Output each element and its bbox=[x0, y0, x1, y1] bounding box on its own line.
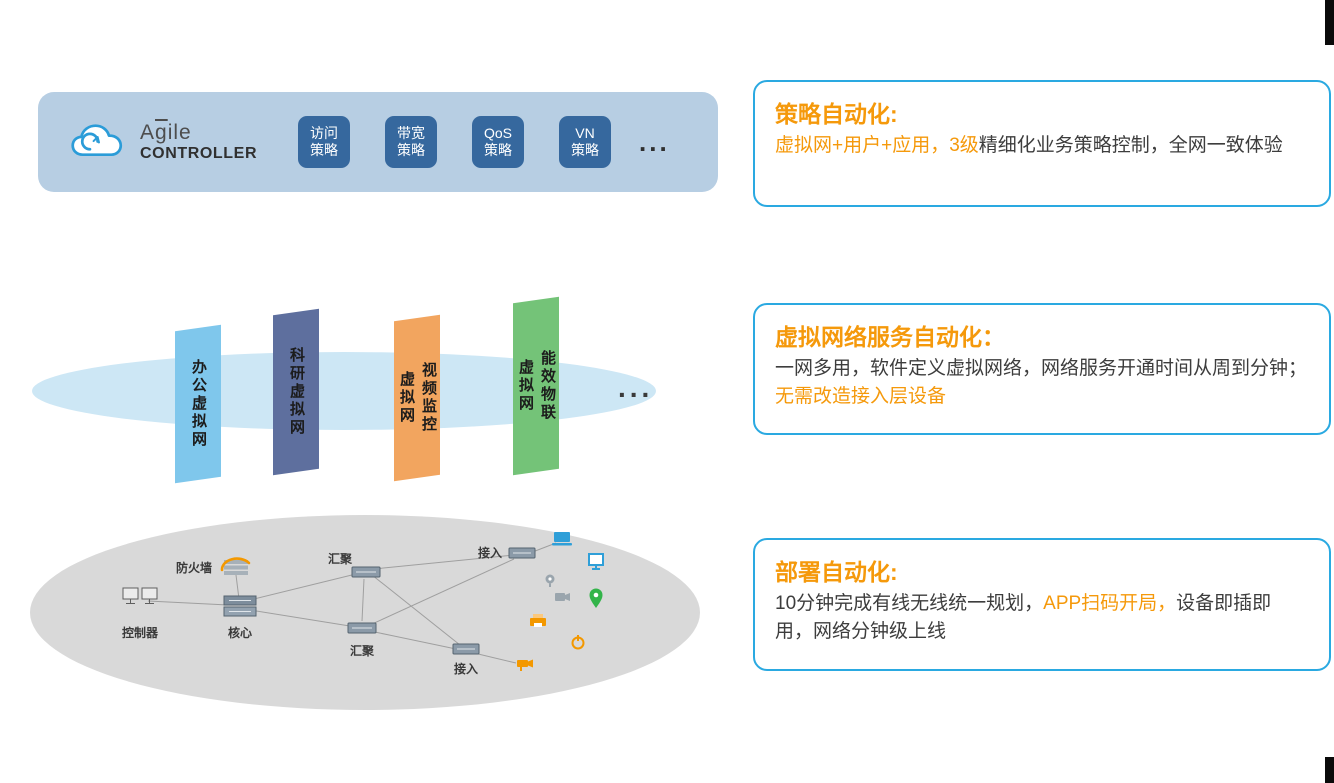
agile-controller-bar: Agile CONTROLLER 访问 策略 带宽 策略 QoS 策略 VN 策… bbox=[38, 92, 718, 192]
policy-chip-line1: 带宽 bbox=[397, 124, 425, 141]
policy-chip-group: 访问 策略 带宽 策略 QoS 策略 VN 策略 bbox=[298, 116, 611, 168]
aggregation-switch-icon bbox=[347, 622, 377, 634]
vn-panel-label: 科研虚拟网 bbox=[286, 347, 307, 437]
policy-chip-access: 访问 策略 bbox=[298, 116, 350, 168]
monitor-icon bbox=[588, 553, 604, 570]
vn-panel-research: 科研虚拟网 bbox=[273, 308, 319, 476]
vn-panel-office: 办公虚拟网 bbox=[175, 324, 221, 484]
vn-label-col: 办公虚拟网 bbox=[189, 359, 207, 449]
callout-virtual-network-automation: 虚拟网络服务自动化： 一网多用，软件定义虚拟网络，网络服务开通时间从周到分钟； 无… bbox=[753, 303, 1331, 435]
vn-label-col: 虚拟网 bbox=[397, 371, 415, 425]
webcam-icon bbox=[545, 574, 555, 587]
location-pin-icon bbox=[589, 588, 603, 608]
label-core: 核心 bbox=[228, 625, 252, 640]
virtual-network-ellipse bbox=[32, 352, 656, 430]
brand-suffix: ile bbox=[167, 121, 192, 145]
brand-controller: CONTROLLER bbox=[140, 144, 258, 162]
callout-text: 精细化业务策略控制，全网一致体验 bbox=[978, 135, 1283, 156]
callout-text: 设备即插即用，网络分钟级上线 bbox=[775, 593, 1272, 642]
policy-chip-line1: QoS bbox=[483, 124, 512, 141]
access-switch-icon bbox=[452, 643, 480, 655]
cloud-icon bbox=[71, 124, 123, 157]
network-topology: 控制器 防火墙 核心 汇聚 汇聚 bbox=[122, 532, 604, 676]
top-right-edge-bar bbox=[1325, 0, 1334, 45]
core-switch-icon bbox=[223, 595, 257, 617]
callout-title: 部署自动化: bbox=[775, 559, 898, 585]
callout-deployment-automation: 部署自动化: 10分钟完成有线无线统一规划，APP扫码开局，设备即插即用，网络分… bbox=[753, 538, 1331, 671]
policy-chip-line1: VN bbox=[575, 124, 595, 141]
policy-chip-line2: 策略 bbox=[484, 142, 512, 158]
policy-chip-qos: QoS 策略 bbox=[472, 116, 524, 168]
access-switch-icon bbox=[508, 547, 536, 559]
callout-highlight: APP扫码开局， bbox=[1043, 593, 1177, 614]
brand-agile: Agile bbox=[140, 121, 268, 145]
callout-highlight: 无需改造接入层设备 bbox=[775, 385, 947, 407]
callout-body: 10分钟完成有线无线统一规划，APP扫码开局，设备即插即用，网络分钟级上线 bbox=[775, 590, 1309, 645]
callout-body: 一网多用，软件定义虚拟网络，网络服务开通时间从周到分钟； 无需改造接入层设备 bbox=[775, 355, 1309, 410]
campus-network-ellipse bbox=[30, 515, 700, 710]
agile-controller-logo: Agile CONTROLLER bbox=[140, 121, 268, 162]
controller-icon bbox=[122, 587, 158, 604]
brand-accent: g bbox=[155, 121, 168, 145]
policy-chip-vn: VN 策略 bbox=[559, 116, 611, 168]
vn-ellipsis: ... bbox=[618, 372, 654, 403]
vn-label-col: 虚拟网 bbox=[516, 359, 534, 413]
vn-panel-label: 视频监控 虚拟网 bbox=[396, 362, 439, 434]
label-aggregation-2: 汇聚 bbox=[350, 644, 375, 658]
vn-label-col: 科研虚拟网 bbox=[287, 347, 305, 437]
label-access-1: 接入 bbox=[478, 545, 502, 560]
cctv-camera-icon bbox=[517, 659, 533, 671]
callout-text: 10分钟完成有线无线统一规划， bbox=[775, 593, 1044, 614]
policy-chip-line2: 策略 bbox=[310, 142, 338, 158]
callout-policy-automation: 策略自动化: 虚拟网+用户+应用，3级精细化业务策略控制，全网一致体验 bbox=[753, 80, 1331, 207]
vn-panel-label: 能效物联 虚拟网 bbox=[515, 350, 558, 422]
printer-icon bbox=[530, 614, 546, 627]
callout-highlight: 虚拟网+用户+应用，3级 bbox=[775, 135, 979, 156]
callout-title: 虚拟网络服务自动化： bbox=[775, 324, 1005, 350]
label-firewall: 防火墙 bbox=[176, 560, 212, 575]
camera-icon bbox=[555, 593, 570, 601]
label-access-2: 接入 bbox=[454, 661, 478, 676]
label-aggregation-1: 汇聚 bbox=[328, 552, 353, 566]
vn-label-col: 能效物联 bbox=[538, 350, 556, 422]
vn-panel-energy-iot: 能效物联 虚拟网 bbox=[513, 296, 559, 476]
laptop-icon bbox=[552, 532, 572, 546]
callout-text: 一网多用，软件定义虚拟网络，网络服务开通时间从周到分钟； bbox=[775, 358, 1308, 379]
policy-chip-line2: 策略 bbox=[571, 142, 599, 158]
label-controller: 控制器 bbox=[122, 625, 159, 640]
vn-label-col: 视频监控 bbox=[419, 362, 437, 434]
topology-links bbox=[147, 542, 557, 664]
policy-ellipsis: ... bbox=[639, 126, 670, 157]
brand-prefix: A bbox=[140, 121, 156, 145]
power-icon bbox=[571, 635, 585, 650]
callout-body: 虚拟网+用户+应用，3级精细化业务策略控制，全网一致体验 bbox=[775, 132, 1309, 160]
vn-panel-label: 办公虚拟网 bbox=[188, 359, 209, 449]
policy-chip-bandwidth: 带宽 策略 bbox=[385, 116, 437, 168]
policy-chip-line2: 策略 bbox=[397, 142, 425, 158]
firewall-icon bbox=[220, 557, 251, 575]
policy-chip-line1: 访问 bbox=[310, 124, 338, 141]
bottom-right-edge-bar bbox=[1325, 757, 1334, 783]
aggregation-switch-icon bbox=[351, 566, 381, 578]
vn-panel-video-surveillance: 视频监控 虚拟网 bbox=[394, 314, 440, 482]
callout-title: 策略自动化: bbox=[775, 101, 898, 127]
